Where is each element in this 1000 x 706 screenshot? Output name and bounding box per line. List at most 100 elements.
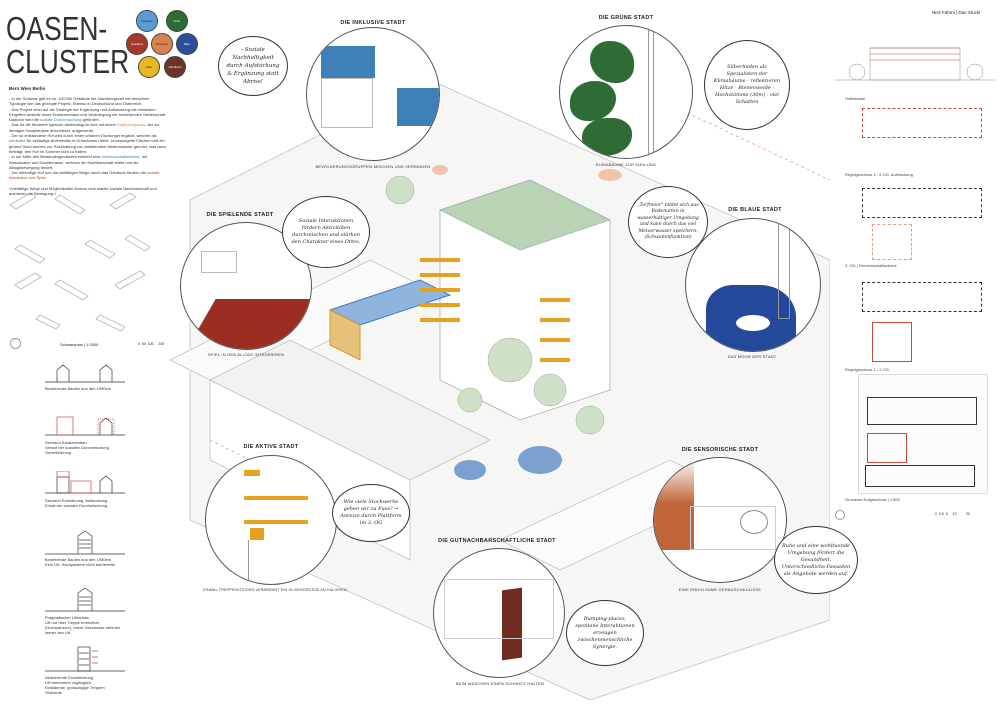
annex-facade <box>329 309 361 361</box>
vignette-gruene-stadt <box>559 25 693 159</box>
floor-plan-1-2og <box>862 282 982 312</box>
scenario-diagram <box>45 364 125 383</box>
scenario-diagram <box>45 416 125 436</box>
rock-illustration <box>736 315 770 331</box>
circle-title: DIE GRÜNE STADT <box>598 15 654 21</box>
scenario-diagram <box>45 587 125 612</box>
poster-title: OASEN-CLUSTER <box>6 12 129 78</box>
intro-paragraph: - Das für die Moderne typische Abstandsg… <box>9 122 160 133</box>
panel-label: Hoffassade <box>845 96 866 101</box>
authors: Nick Fahrni | Dan Stucki <box>932 10 981 15</box>
speech-bubble: Ruhe und eine wohltuende Umgebung förder… <box>774 526 858 594</box>
circle-caption: DAS MOOR DER STADT <box>727 354 777 359</box>
building-footprint <box>865 465 975 487</box>
vignette-inklusive-stadt <box>306 27 440 161</box>
bubble-gruen: Grün <box>166 10 188 32</box>
black-plan-label: Schwarzplan | 1:2000 <box>60 342 99 347</box>
speech-bubble: Bumping-places, spontane Interaktionen e… <box>566 600 644 666</box>
courtyard-elevation <box>835 47 995 81</box>
annex-plan <box>872 224 912 260</box>
vignette-aktive-stadt <box>205 455 337 585</box>
right-scale: 0 2.5 5 10 20 <box>935 512 971 516</box>
circle-title: DIE GUTNACHBARSCHAFTLICHE STADT <box>438 538 556 544</box>
bubble-sensorik: Sensorik <box>151 33 173 55</box>
intro-text: - In der Schweiz gibt es ca. 100'000 Geb… <box>9 96 167 196</box>
blue-addition-illustration <box>397 88 439 126</box>
circle-title: DIE INKLUSIVE STADT <box>340 20 406 26</box>
north-arrow-icon <box>835 510 845 520</box>
circle-title: DIE SPIELENDE STADT <box>206 212 274 218</box>
sound-gradient-wall <box>654 458 694 550</box>
building-footprint <box>867 397 977 425</box>
panel-label: Grundriss Erdgeschoss | 1:500 <box>845 497 900 502</box>
intro-paragraph: - Der lebendige Hof und die vielfältigen… <box>9 170 160 181</box>
red-play-surface <box>181 299 311 349</box>
bubble-blau: Blau <box>176 33 198 55</box>
pole-illustration <box>248 540 249 580</box>
stair-illustration <box>250 528 264 540</box>
topic-bubble-cluster: Inklusion Grün Blau Spielend Aktiv Nachb… <box>126 10 198 78</box>
subtitle: Bern Wien Berlin <box>9 86 46 91</box>
circle-caption: BEVÖLKERUNGSGRUPPEN MISCHEN UND VERBINDE… <box>315 164 431 169</box>
ground-floor-site-plan <box>858 374 988 494</box>
tree-trunk-illustration <box>648 26 654 158</box>
leaf-illustration <box>570 81 616 121</box>
pond <box>518 446 562 474</box>
scenario-caption: Bestehende Bauten aus den 1950ern <box>45 386 112 391</box>
annex-footprint <box>867 433 907 463</box>
intro-paragraph: - In der Mitte des Bestandesgebäudes ent… <box>9 154 148 170</box>
bubble-spielend: Spielend <box>126 33 148 55</box>
vignette-blaue-stadt <box>685 218 821 352</box>
annex-plan <box>872 322 912 362</box>
circle-caption: EINE ERHOLSAME GERÄUSCHKULISSE <box>678 587 762 592</box>
circle-caption: EINMAL TREPPENSTEIGEN VERBRENNT EIN OLIV… <box>203 588 347 592</box>
circle-title: DIE AKTIVE STADT <box>243 444 299 450</box>
vignette-gutnachbarschaftliche-stadt <box>433 548 565 678</box>
panel-label: Regelgeschoss 4 - 5 OG. Aufstockung <box>845 172 913 177</box>
quote: «Vielfältige Wege und Möglichkeiten förd… <box>9 185 157 197</box>
speech-bubble: Wie viele Stockwerke gehen wir zu Fuss? … <box>332 484 410 542</box>
vignette-sensorische-stadt <box>653 457 787 583</box>
speech-bubble: - Soziale Nachhaltigkeit durch Aufstocku… <box>218 36 288 96</box>
yellow-stairs <box>420 258 570 362</box>
floor-plan-upper <box>862 108 982 138</box>
scenario-diagram <box>45 471 125 494</box>
scenario-diagram <box>45 530 125 555</box>
circle-title: DIE BLAUE STADT <box>728 207 782 213</box>
intro-paragraph: - Das Projekt setzt auf die Strategie de… <box>9 106 167 123</box>
interior-illustration <box>444 579 554 639</box>
circle-caption: BEIM WASCHEN EINEN SCHWATZ HALTEN <box>455 681 545 686</box>
title-line-2: CLUSTER <box>6 43 130 80</box>
circle-caption: KLIMABÄUME ZUR KÜHLUNG <box>595 162 657 167</box>
intro-paragraph: - Der so entstandene Hof wird durch eine… <box>9 133 166 154</box>
panel-label: 3. OG | Gemeinschaftsebene <box>845 263 897 268</box>
black-plan-scale: 0 50 100 200 <box>138 342 165 346</box>
bubble-aktiv: Aktiv <box>138 56 160 78</box>
green-roof <box>439 179 611 251</box>
north-arrow-icon <box>10 338 21 349</box>
tree-illustration <box>740 510 768 534</box>
stair-illustration <box>244 496 308 500</box>
circle-title: DIE SENSORISCHE STADT <box>681 447 759 453</box>
stair-illustration <box>244 520 308 524</box>
pond <box>454 460 486 480</box>
bubble-inklusion: Inklusion <box>136 10 158 32</box>
scenario-diagram <box>45 646 125 672</box>
black-plan-drawing <box>9 192 151 332</box>
floor-plan-3og <box>862 188 982 218</box>
bubble-nachbarn: Nachbarn <box>164 56 186 78</box>
intro-paragraph: - In der Schweiz gibt es ca. 100'000 Geb… <box>9 96 150 107</box>
panel-label: Regelgeschoss 1 - 2 OG. <box>845 367 890 372</box>
blue-facade-illustration <box>321 46 375 78</box>
leaf-illustration <box>582 118 632 156</box>
tree-trunk-illustration <box>778 219 790 319</box>
speech-bubble: Silberlinden als Spezialisten der Klimab… <box>704 40 790 130</box>
building-illustration <box>690 506 776 550</box>
speech-bubble: „Torfmoor“ bildet sich aus Bodenarten in… <box>628 186 708 258</box>
circle-caption: SPIEL IN DEN ALLTAG INTEGRIEREN <box>207 352 285 357</box>
